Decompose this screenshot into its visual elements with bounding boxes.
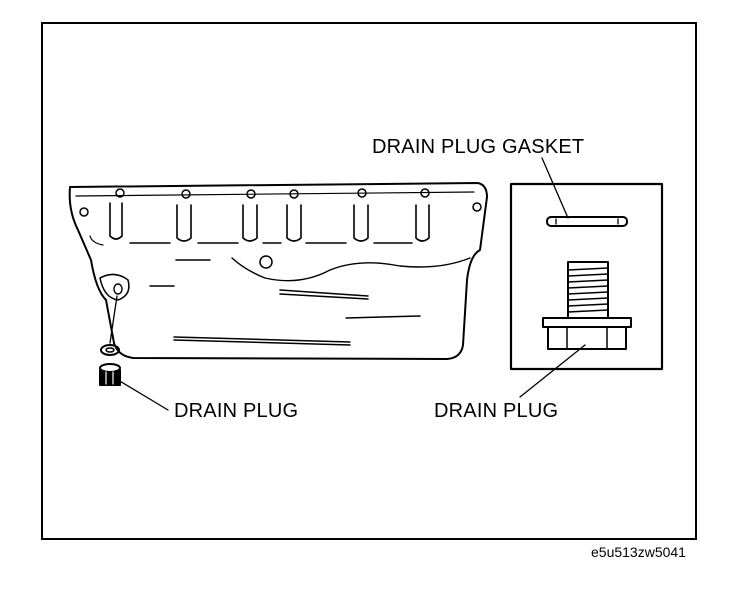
drain-boss bbox=[99, 273, 130, 301]
left-gasket bbox=[100, 344, 120, 356]
detail-box bbox=[509, 182, 664, 371]
flange-bolt-holes bbox=[79, 188, 482, 217]
pan-ribs bbox=[109, 202, 430, 242]
drain-plug-gasket-label: DRAIN PLUG GASKET bbox=[372, 136, 585, 158]
figure-frame bbox=[41, 22, 697, 540]
right-gasket bbox=[546, 216, 628, 227]
right-drain-plug bbox=[542, 261, 632, 350]
oil-pan-flange bbox=[75, 191, 475, 197]
pan-stiffeners bbox=[129, 242, 421, 346]
figure-id: e5u513zw5041 bbox=[591, 544, 686, 560]
center-hole bbox=[259, 255, 273, 269]
drain-plug-label-left: DRAIN PLUG bbox=[174, 400, 299, 422]
left-drain-plug bbox=[99, 363, 121, 386]
oil-pan-outline bbox=[68, 182, 488, 360]
sump-contour bbox=[231, 257, 471, 282]
drain-plug-label-right: DRAIN PLUG bbox=[434, 400, 559, 422]
